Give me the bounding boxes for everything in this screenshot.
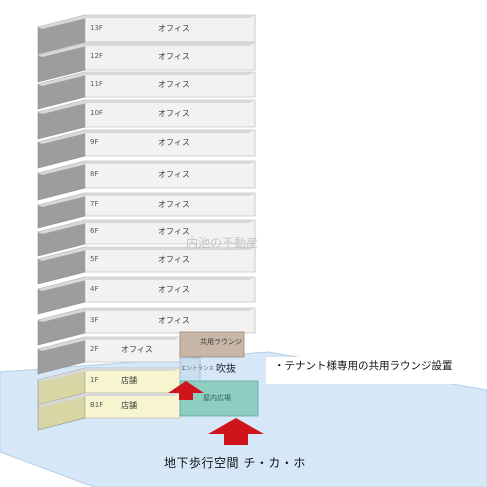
underground-arrow	[208, 418, 264, 445]
floor-top-b1f	[38, 393, 180, 407]
floor-use-12f: オフィス	[158, 51, 190, 61]
floor-top-4f	[38, 277, 255, 291]
floor-number-9f: 9F	[90, 138, 99, 146]
note-text: ・テナント様専用の共用ラウンジ設置	[274, 360, 453, 372]
floor-top-1f	[38, 368, 180, 382]
floor-use-2f: オフィス	[121, 344, 153, 354]
floor-top-9f	[38, 130, 255, 144]
floor-number-4f: 4F	[90, 284, 99, 293]
floor-number-7f: 7F	[90, 199, 99, 208]
floor-side-8f	[37, 160, 86, 201]
floor-use-6f: オフィス	[158, 227, 190, 236]
lounge-label: 共用ラウンジ	[200, 338, 242, 346]
entrance-label: エントランス	[181, 366, 214, 372]
watermark: 内池の不動産	[186, 236, 259, 250]
floor-top-6f	[38, 220, 255, 234]
floor-use-3f: オフィス	[158, 315, 190, 325]
underground-walkway-label: 地下歩行空間 チ・カ・ホ	[164, 456, 306, 470]
floor-use-10f: オフィス	[158, 108, 190, 118]
floor-number-3f: 3F	[90, 315, 99, 324]
floor-side-4f	[37, 276, 86, 315]
floor-number-11f: 11F	[90, 79, 103, 88]
floor-number-b1f: B1F	[90, 400, 104, 409]
floor-top-7f	[38, 193, 255, 207]
floor-number-12f: 12F	[90, 51, 103, 60]
floor-number-5f: 5F	[90, 254, 99, 263]
floor-number-6f: 6F	[90, 227, 99, 235]
floor-top-8f	[38, 161, 255, 175]
floor-use-4f: オフィス	[158, 284, 190, 294]
floor-number-1f: 1F	[90, 375, 99, 384]
floor-number-13f: 13F	[90, 23, 103, 32]
floor-number-2f: 2F	[90, 344, 99, 353]
floor-top-11f	[38, 72, 255, 86]
floor-top-3f	[38, 308, 255, 322]
lounge-block	[179, 331, 245, 358]
note-box	[266, 357, 480, 384]
floor-stack	[37, 14, 256, 431]
floor-top-13f	[38, 15, 255, 29]
floor-use-b1f: 店舗	[121, 400, 137, 410]
floor-use-1f: 店舗	[121, 375, 137, 385]
plaza-label: 屋内広場	[203, 394, 231, 402]
floor-use-5f: オフィス	[158, 254, 190, 264]
floor-number-10f: 10F	[90, 108, 103, 117]
void-label: 吹抜	[216, 364, 236, 375]
floor-number-8f: 8F	[90, 169, 99, 178]
floor-top-2f	[38, 337, 180, 351]
entrance-arrow	[168, 381, 204, 400]
indoor-plaza-block	[179, 380, 259, 417]
floor-use-7f: オフィス	[158, 199, 190, 209]
floor-use-9f: オフィス	[158, 138, 190, 147]
floor-use-11f: オフィス	[158, 79, 190, 89]
floor-top-5f	[38, 247, 255, 261]
floor-top-10f	[38, 100, 255, 114]
floor-use-13f: オフィス	[158, 23, 190, 33]
floor-use-8f: オフィス	[158, 169, 190, 179]
floor-top-12f	[38, 43, 255, 57]
